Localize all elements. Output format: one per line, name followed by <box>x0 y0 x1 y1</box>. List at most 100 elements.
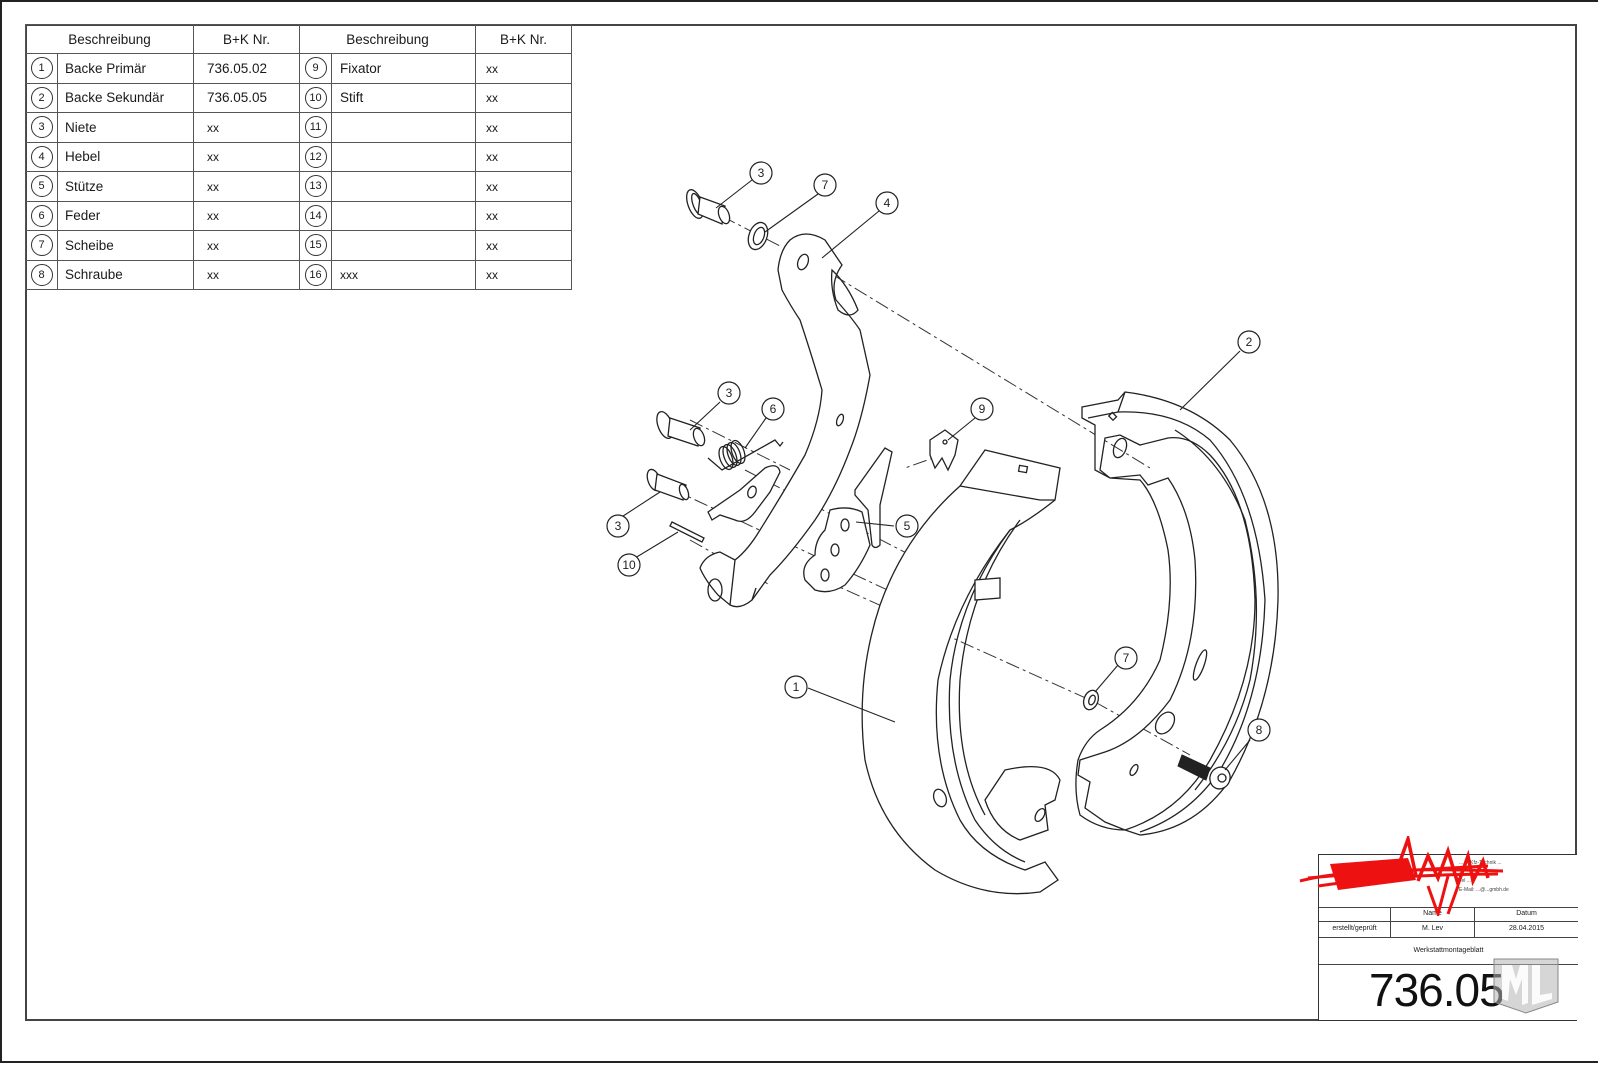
parts-table-header: Beschreibung B+K Nr. Beschreibung B+K Nr… <box>25 24 572 54</box>
callout-bubble: 9 <box>970 397 994 421</box>
screw-part <box>1177 754 1231 790</box>
callout-bubble: 2 <box>1237 330 1261 354</box>
position-number-right-cell: 11 <box>299 112 332 143</box>
position-number-left-cell: 7 <box>25 230 58 261</box>
callout-label: 10 <box>622 558 636 572</box>
part-description-right: Fixator <box>340 60 382 76</box>
callout-label: 6 <box>770 402 777 416</box>
part-bk-number-left-cell: 736.05.05 <box>193 82 300 113</box>
position-number-right: 11 <box>304 116 327 139</box>
part-description-right: xxx <box>340 268 358 283</box>
part-description-left-cell: Backe Primär <box>57 53 194 84</box>
part-bk-number-right: xx <box>486 150 498 165</box>
rivet-low-part <box>646 468 690 501</box>
part-description-right-cell <box>331 112 476 143</box>
lever-part <box>699 233 871 608</box>
position-number-right: 15 <box>304 234 327 257</box>
header-bk-number-right: B+K Nr. <box>475 24 572 54</box>
callout-label: 4 <box>884 196 891 210</box>
callout-label: 3 <box>726 386 733 400</box>
created-checked-label: erstellt/geprüft <box>1319 921 1391 937</box>
drawing-frame <box>25 24 1577 1021</box>
part-bk-number-left-cell: xx <box>193 141 300 172</box>
part-bk-number-left: 736.05.02 <box>207 60 268 76</box>
redaction-scribble <box>1299 836 1504 916</box>
position-number-left-cell: 8 <box>25 259 58 290</box>
part-bk-number-left: xx <box>207 179 219 194</box>
position-number-left-cell: 2 <box>25 82 58 113</box>
header-bk-number-left: B+K Nr. <box>193 24 300 54</box>
part-description-left: Niete <box>65 119 97 135</box>
part-bk-number-left-cell: xx <box>193 259 300 290</box>
support-part <box>803 447 893 593</box>
part-bk-number-left: xx <box>207 120 219 135</box>
fixator-part <box>929 429 959 472</box>
part-description-right-cell: xxx <box>331 259 476 290</box>
position-number-right-cell: 10 <box>299 82 332 113</box>
part-bk-number-right: xx <box>486 179 498 194</box>
callout-bubble: 5 <box>895 514 919 538</box>
position-number-left: 8 <box>30 263 53 286</box>
rivet-top-part <box>686 189 731 225</box>
drawing-number: 736.05 <box>1369 964 1505 1016</box>
part-bk-number-right: xx <box>486 61 498 76</box>
callout-bubble: 3 <box>717 381 741 405</box>
position-number-right: 13 <box>304 175 327 198</box>
title-block-author-row: erstellt/geprüft M. Lev 28.04.2015 <box>1319 921 1578 938</box>
part-bk-number-left: xx <box>207 150 219 165</box>
position-number-left: 1 <box>30 57 53 80</box>
part-bk-number-right-cell: xx <box>475 112 572 143</box>
position-number-right: 10 <box>304 86 327 109</box>
callout-label: 2 <box>1246 335 1253 349</box>
part-bk-number-left-cell: xx <box>193 171 300 202</box>
position-number-left-cell: 1 <box>25 53 58 84</box>
part-description-left: Hebel <box>65 149 101 165</box>
callout-bubble: 7 <box>813 173 837 197</box>
part-bk-number-left: xx <box>207 268 219 283</box>
title-block-header-row: Name Datum <box>1319 907 1578 922</box>
part-description-right-cell: Fixator <box>331 53 476 84</box>
position-number-right-cell: 14 <box>299 200 332 231</box>
ml-watermark-logo-icon <box>1493 958 1559 1014</box>
creation-date: 28.04.2015 <box>1508 925 1545 932</box>
callout-bubble: 10 <box>617 553 641 577</box>
callout-bubble: 3 <box>749 161 773 185</box>
spring-part <box>707 439 784 471</box>
part-description-left-cell: Backe Sekundär <box>57 82 194 113</box>
part-description-right-cell: Stift <box>331 82 476 113</box>
callout-label: 9 <box>979 402 986 416</box>
part-description-left-cell: Schraube <box>57 259 194 290</box>
callout-label: 3 <box>758 166 765 180</box>
header-description-left: Beschreibung <box>25 24 194 54</box>
part-bk-number-left: xx <box>207 209 219 224</box>
pin-part <box>669 521 705 543</box>
position-number-left: 2 <box>30 86 53 109</box>
rivet-mid-part <box>656 410 706 447</box>
callout-bubble: 1 <box>784 675 808 699</box>
callout-label: 7 <box>822 178 829 192</box>
document-type: Werkstattmontageblatt <box>1319 937 1578 965</box>
callout-label: 5 <box>904 519 911 533</box>
washer-low-part <box>1082 689 1100 711</box>
part-bk-number-right-cell: xx <box>475 259 572 290</box>
position-number-right: 16 <box>304 263 327 286</box>
part-description-left: Stütze <box>65 178 104 194</box>
part-bk-number-left: xx <box>207 238 219 253</box>
header-description-right: Beschreibung <box>299 24 476 54</box>
company-line: Tel ... <box>1459 878 1471 884</box>
position-number-left-cell: 5 <box>25 171 58 202</box>
position-number-left: 5 <box>30 175 53 198</box>
callout-bubble: 4 <box>875 191 899 215</box>
part-bk-number-right-cell: xx <box>475 230 572 261</box>
callout-bubble: 7 <box>1114 646 1138 670</box>
part-bk-number-right-cell: xx <box>475 82 572 113</box>
part-description-left: Backe Sekundär <box>65 90 165 106</box>
washer-top-part <box>747 221 769 251</box>
callout-bubble: 3 <box>606 514 630 538</box>
header-date: Datum <box>1516 910 1537 917</box>
